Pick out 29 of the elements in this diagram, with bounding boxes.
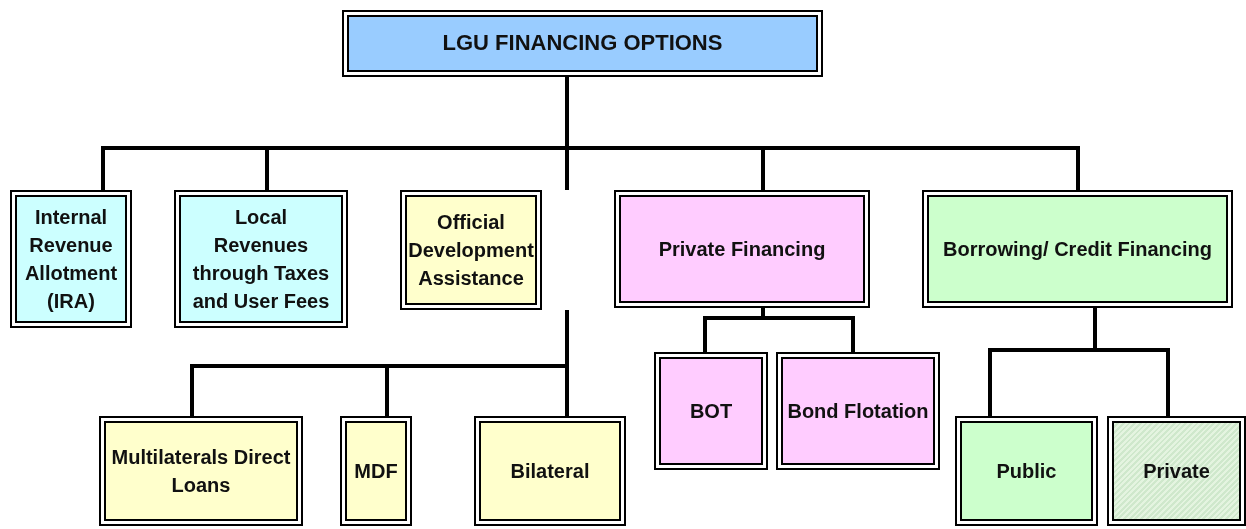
- connector-line: [1093, 308, 1170, 416]
- box-label: Internal Revenue Allotment (IRA): [23, 205, 119, 314]
- box-label: MDF: [354, 459, 398, 484]
- box-label: Official Development Assistance: [408, 210, 534, 291]
- category-box: [955, 416, 1098, 526]
- box-label: Public: [996, 459, 1057, 484]
- category-box: [10, 190, 132, 328]
- box-label: Borrowing/ Credit Financing: [943, 237, 1212, 262]
- box-label: BOT: [689, 399, 733, 424]
- box-label: Bilateral: [510, 459, 590, 484]
- category-box: [340, 416, 412, 526]
- category-box: [654, 352, 768, 470]
- connector-line: [761, 308, 855, 352]
- box-label: Local Revenues through Taxes and User Fees: [191, 205, 331, 314]
- box-label: Private Financing: [658, 237, 826, 262]
- connector-line: [565, 310, 569, 416]
- category-box: [400, 190, 542, 310]
- category-box: [776, 352, 940, 470]
- box-label: LGU FINANCING OPTIONS: [442, 29, 723, 58]
- category-box: [474, 416, 626, 526]
- category-box: [1107, 416, 1246, 526]
- category-box: [614, 190, 870, 308]
- box-label: Multilaterals Direct Loans: [110, 445, 292, 498]
- category-box: [99, 416, 303, 526]
- category-box: [922, 190, 1233, 308]
- title-box: [342, 10, 823, 77]
- box-label: Private: [1143, 459, 1210, 484]
- category-box: [174, 190, 348, 328]
- box-label: Bond Flotation: [787, 399, 929, 424]
